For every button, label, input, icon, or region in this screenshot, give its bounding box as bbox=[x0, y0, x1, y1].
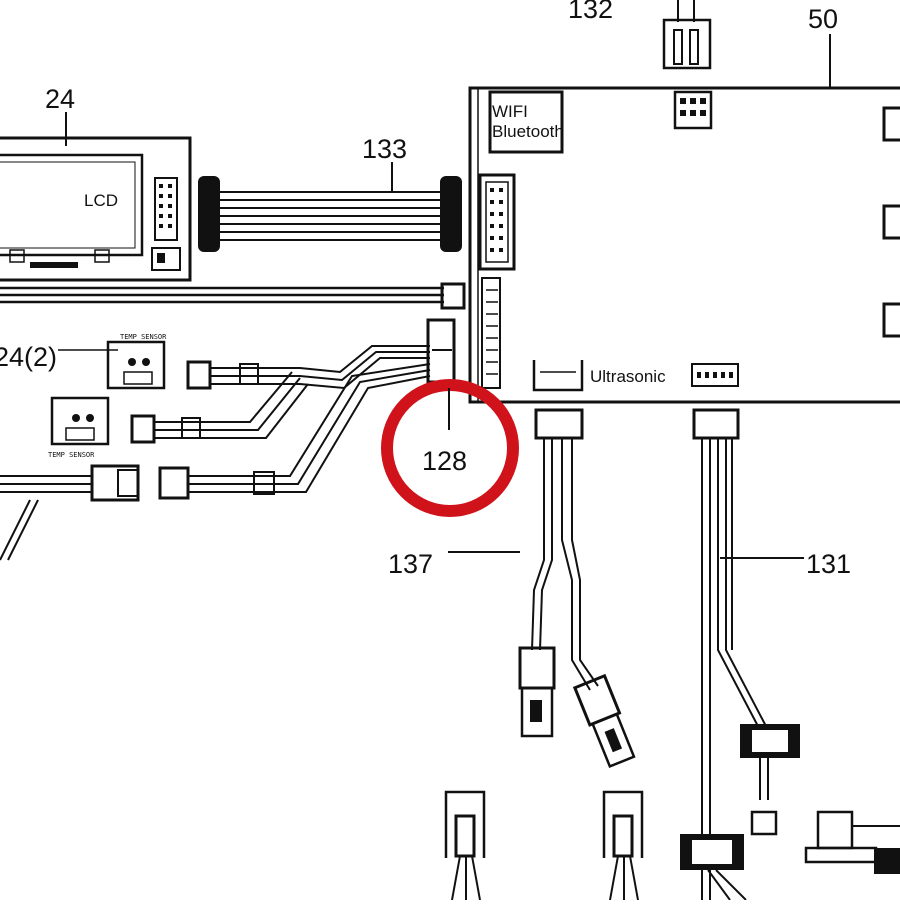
svg-text:TEMP SENSOR: TEMP SENSOR bbox=[48, 451, 95, 459]
top-connector-132 bbox=[662, 0, 712, 70]
callout-50: 50 bbox=[808, 4, 838, 34]
cable-131 bbox=[680, 408, 800, 900]
bus-cable bbox=[0, 286, 444, 304]
callout-128: 128 bbox=[422, 446, 467, 476]
sensor-board-lower: TEMP SENSOR bbox=[48, 396, 110, 459]
main-board bbox=[468, 86, 900, 404]
sensor-board-upper: TEMP SENSOR bbox=[106, 333, 167, 390]
callout-133: 133 bbox=[362, 134, 407, 164]
svg-text:TEMP SENSOR: TEMP SENSOR bbox=[120, 333, 167, 341]
ultrasonic-label: Ultrasonic bbox=[590, 367, 666, 386]
highlight-circle bbox=[381, 379, 519, 517]
callout-24-2: 24(2) bbox=[0, 342, 57, 372]
bottom-connectors bbox=[444, 790, 900, 901]
lcd-label: LCD bbox=[84, 191, 118, 210]
lcd-board bbox=[0, 136, 192, 282]
wifi-label-line2: Bluetooth bbox=[492, 122, 564, 141]
sensor-harness bbox=[0, 345, 431, 561]
callout-132: 132 bbox=[568, 0, 613, 24]
callout-24: 24 bbox=[45, 84, 75, 114]
callout-131: 131 bbox=[806, 549, 851, 579]
wifi-label-line1: WIFI bbox=[492, 102, 528, 121]
callout-137: 137 bbox=[388, 549, 433, 579]
ribbon-cable bbox=[198, 176, 462, 252]
cable-137 bbox=[518, 408, 636, 769]
